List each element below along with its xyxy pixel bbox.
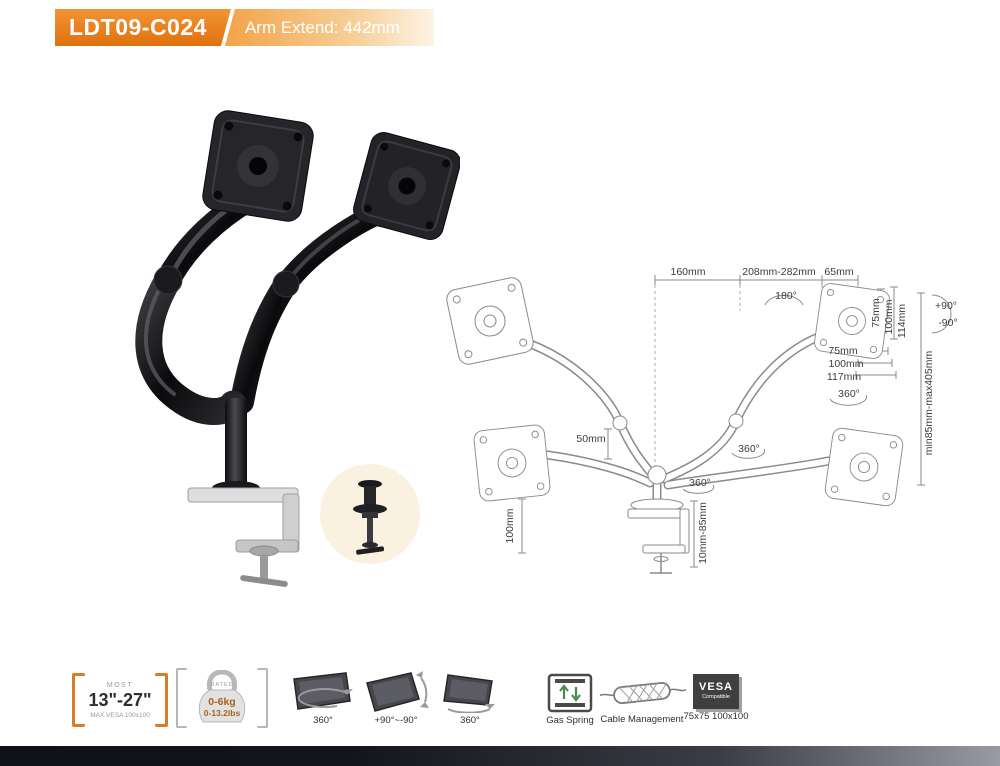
monitor-swivel-icon [443,674,495,713]
bracket-left-icon [176,668,187,728]
product-photo [135,110,460,587]
rear-arm [230,195,409,414]
dim-360deg-arm: 360° [738,442,760,455]
header: LDT09-C024 Arm Extend: 442mm [55,9,434,46]
dim-100mm-vertical: 100mm [882,299,895,335]
bracket-left-icon [72,673,85,727]
cable-management-icon [599,682,687,704]
dim-minus-90deg: -90° [938,316,958,329]
screen-size-range: 13"-27" [88,689,152,710]
swivel-label: 360° [460,715,480,726]
dim-clamp-thickness: 10mm-85mm [696,502,709,564]
dim-plus-90deg: +90° [934,299,958,312]
bracket-right-icon [155,673,168,727]
arm-extend-badge: Arm Extend: 442mm [224,9,434,46]
screen-size-text: MOST 13"-27" MAX VESA 100x100 [72,673,168,727]
arm-outlines [523,332,833,510]
model-number: LDT09-C024 [69,14,207,40]
rotate-label: 360° [313,715,333,726]
gas-spring-icon [547,673,593,713]
dim-208-282mm: 208mm-282mm [742,265,816,278]
screen-size-max-vesa: MAX VESA 100x100 [90,711,150,719]
dim-180deg: 180° [775,289,797,302]
gas-spring-label: Gas Spring [546,715,594,726]
model-badge: LDT09-C024 [55,9,231,46]
tilt-label: +90°~-90° [374,715,418,726]
front-vesa-plate [202,110,314,222]
dim-114mm-vertical: 114mm [895,303,908,339]
weight-rated-label: RATED [210,682,234,688]
arm-extend-text: Arm Extend: 442mm [244,17,400,37]
rear-vesa-plate [353,132,460,240]
technical-drawing [446,275,952,574]
feature-tilt: +90°~-90° [356,671,436,726]
weight-lbs: 0-13.2lbs [203,708,241,718]
kettlebell-icon [198,670,246,723]
grommet-inset [320,464,420,564]
screen-size-most: MOST [106,681,134,689]
bottom-bar [0,746,1000,766]
cable-management-label: Cable Management [600,714,684,725]
bracket-right-icon [257,668,268,728]
monitor-tilt-icon [366,671,429,712]
feature-swivel-360: 360° [432,671,508,726]
vesa-badge-icon: VESA Compatible [693,674,739,709]
dim-65mm: 65mm [824,265,854,278]
dim-360deg-plate: 360° [838,387,860,400]
dim-75mm-horizontal: 75mm [828,344,858,357]
clamp-outline [627,498,690,574]
dim-160mm: 160mm [670,265,706,278]
feature-weight-capacity: RATED 0-6kg 0-13.2lbs [176,668,268,728]
feature-rotate-360: 360° [284,671,362,726]
vesa-plate-outlines [446,277,904,507]
desk-clamp [187,398,300,587]
weight-text: RATED 0-6kg 0-13.2lbs [176,682,268,718]
monitor-rotate-icon [293,672,353,710]
feature-gas-spring: Gas Spring [534,673,606,726]
vesa-compatible-label: Compatible [702,694,730,701]
dim-height-range: min85mm-max405mm [922,350,935,456]
dim-100mm-horizontal: 100mm [828,357,864,370]
dim-50mm: 50mm [576,432,606,445]
dim-75mm-vertical: 75mm [869,298,882,328]
dim-100mm-clamp: 100mm [503,508,516,544]
dim-117mm-horizontal: 117mm [826,370,862,383]
feature-vesa-compatible: VESA Compatible 75x75 100x100 [683,674,749,722]
vesa-sizes-label: 75x75 100x100 [683,711,749,722]
weight-kg: 0-6kg [208,695,236,708]
feature-cable-management: Cable Management [596,676,688,725]
vesa-brand: VESA [699,681,733,694]
dim-360deg-base: 360° [689,476,711,489]
feature-screen-size: MOST 13"-27" MAX VESA 100x100 [72,673,168,727]
